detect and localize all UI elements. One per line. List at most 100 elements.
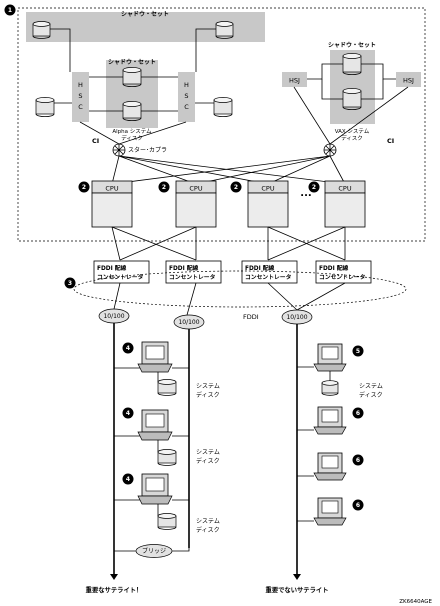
link-hsj-left-star bbox=[293, 86, 331, 145]
shadow-disk-top-left bbox=[32, 21, 51, 39]
callout-6-c: 6 bbox=[352, 499, 364, 511]
svg-text:4: 4 bbox=[126, 476, 130, 483]
sat-right-1-disk bbox=[321, 380, 339, 396]
svg-text:6: 6 bbox=[356, 502, 360, 509]
callout-4-c: 4 bbox=[122, 473, 134, 485]
vax-system-disk-label: VAX システムディスク bbox=[335, 128, 370, 142]
star-coupler-right bbox=[323, 143, 337, 157]
sat-left-2-disk-label: システムディスク bbox=[196, 449, 220, 465]
cpu-3: CPU bbox=[247, 180, 289, 228]
link-top-disk-hsc-right bbox=[195, 28, 216, 72]
satellite-right-3 bbox=[313, 452, 347, 481]
arrow-right bbox=[293, 574, 301, 580]
hsj-right-label: HSJ bbox=[403, 77, 414, 85]
cpu-2: CPU bbox=[175, 180, 217, 228]
svg-text:4: 4 bbox=[126, 410, 130, 417]
hsc-right bbox=[178, 72, 195, 122]
links-conc-hubs-left bbox=[113, 282, 197, 316]
shadow-set-vax-label: シャドウ・セット bbox=[328, 41, 376, 49]
svg-text:FDDI 配線コンセントレータ: FDDI 配線コンセントレータ bbox=[319, 264, 366, 281]
shadow-disk-vax-lower bbox=[342, 88, 362, 110]
satellite-right-1 bbox=[313, 343, 347, 372]
callout-3: 3 bbox=[64, 277, 76, 289]
fddi-label: FDDI bbox=[243, 313, 259, 321]
svg-text:3: 3 bbox=[68, 280, 72, 287]
star-coupler-left bbox=[112, 143, 126, 157]
bridge: ブリッジ bbox=[135, 544, 173, 558]
non-important-satellite-label: 重要でないサテライト bbox=[266, 585, 329, 594]
satellite-left-3 bbox=[137, 473, 173, 505]
shadow-disk-alpha-lower bbox=[122, 101, 142, 121]
callout-4-a: 4 bbox=[122, 342, 134, 354]
sat-left-3-disk-label: システムディスク bbox=[196, 518, 220, 534]
svg-text:6: 6 bbox=[356, 410, 360, 417]
svg-text:CPU: CPU bbox=[261, 185, 274, 193]
fddi-concentrator-4: FDDI 配線コンセントレータ bbox=[315, 260, 372, 284]
link-hsj-left-disk-lower bbox=[321, 79, 343, 100]
satellite-left-2 bbox=[137, 409, 173, 441]
link-top-disk-hsc-left bbox=[50, 28, 71, 72]
callout-1: 1 bbox=[4, 4, 16, 16]
svg-text:2: 2 bbox=[312, 184, 316, 191]
hsj-left-label: HSJ bbox=[289, 77, 300, 85]
link-hsc-left-star bbox=[79, 121, 120, 145]
cpu-ellipsis: ... bbox=[300, 188, 311, 199]
hsc-left bbox=[72, 72, 89, 122]
svg-text:5: 5 bbox=[356, 348, 360, 355]
svg-text:10/100: 10/100 bbox=[103, 313, 124, 320]
links-cpu-conc-right bbox=[267, 226, 346, 261]
links-star-right-cpus bbox=[111, 155, 346, 185]
sat-left-2-disk bbox=[157, 449, 177, 466]
sat-left-1-disk bbox=[157, 379, 177, 396]
shadow-disk-top-right bbox=[215, 21, 234, 39]
hub-1: 10/100 bbox=[98, 308, 130, 324]
callout-2-c: 2 bbox=[230, 181, 242, 193]
links-cpu-conc-left bbox=[111, 226, 197, 261]
arrow-left bbox=[110, 574, 118, 580]
alpha-system-disk-label: Alpha システムディスク bbox=[112, 128, 152, 142]
svg-text:FDDI 配線コンセントレータ: FDDI 配線コンセントレータ bbox=[97, 264, 144, 281]
hub-3: 10/100 bbox=[281, 309, 313, 325]
svg-text:FDDI 配線コンセントレータ: FDDI 配線コンセントレータ bbox=[169, 264, 216, 281]
satellite-right-2 bbox=[313, 406, 347, 435]
svg-text:CPU: CPU bbox=[189, 185, 202, 193]
figure-id: ZK6640AGE bbox=[399, 599, 432, 605]
callout-6-a: 6 bbox=[352, 407, 364, 419]
callout-4-b: 4 bbox=[122, 407, 134, 419]
callout-6-b: 6 bbox=[352, 454, 364, 466]
callout-2-a: 2 bbox=[78, 181, 90, 193]
svg-text:2: 2 bbox=[234, 184, 238, 191]
svg-text:ブリッジ: ブリッジ bbox=[142, 547, 166, 555]
ci-label-right: CI bbox=[387, 137, 394, 145]
hub-2: 10/100 bbox=[173, 314, 205, 330]
sat-right-1-disk-label: システムディスク bbox=[359, 383, 383, 399]
svg-text:CPU: CPU bbox=[338, 185, 351, 193]
shadow-set-top-label: シャドウ・セット bbox=[121, 10, 169, 18]
fddi-ring bbox=[73, 270, 407, 308]
shadow-disk-vax-upper bbox=[342, 53, 362, 75]
satellite-right-4 bbox=[313, 497, 347, 526]
links-conc-hubs-right bbox=[267, 282, 346, 311]
alpha-side-disk-left bbox=[35, 97, 55, 117]
link-hsj-right-disk-lower bbox=[361, 79, 384, 100]
hsj-right bbox=[396, 72, 421, 87]
svg-text:6: 6 bbox=[356, 457, 360, 464]
cpu-1: CPU bbox=[91, 180, 133, 228]
link-hsj-right-disk-upper bbox=[361, 63, 396, 80]
fddi-concentrator-1: FDDI 配線コンセントレータ bbox=[93, 260, 150, 284]
shadow-set-alpha-label: シャドウ・セット bbox=[108, 58, 156, 66]
link-bridge bbox=[114, 548, 190, 552]
svg-text:2: 2 bbox=[162, 184, 166, 191]
hsj-left bbox=[282, 72, 307, 87]
link-hsj-right-star bbox=[329, 86, 409, 145]
callout-2-d: 2 bbox=[308, 181, 320, 193]
callout-2-b: 2 bbox=[158, 181, 170, 193]
important-satellite-label: 重要なサテライト！ bbox=[86, 585, 143, 594]
alpha-side-disk-right bbox=[213, 97, 233, 117]
link-hsj-left-disk-upper bbox=[307, 63, 343, 80]
shadow-disk-alpha-upper bbox=[122, 67, 142, 87]
ci-label-left: CI bbox=[92, 137, 99, 145]
